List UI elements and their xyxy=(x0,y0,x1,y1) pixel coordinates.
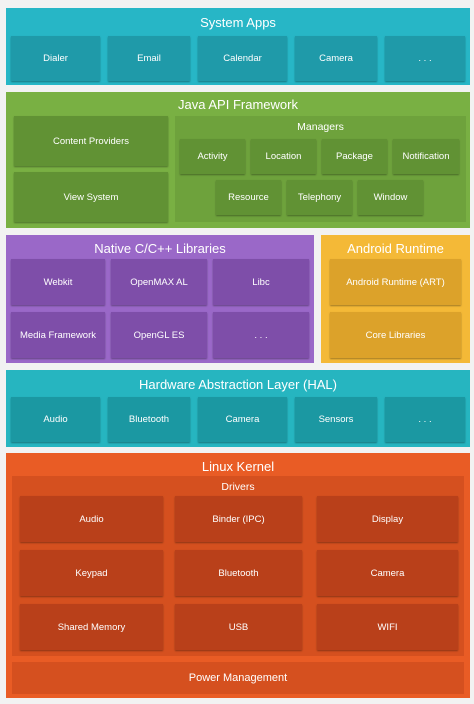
app-box-calendar: Calendar xyxy=(198,36,287,81)
system-apps-layer: System Apps Dialer Email Calendar Camera… xyxy=(6,8,470,85)
driver-box-binder-ipc: Binder (IPC) xyxy=(175,496,302,542)
view-system-box: View System xyxy=(14,172,168,222)
manager-box-resource: Resource xyxy=(216,180,281,215)
manager-box-window: Window xyxy=(358,180,423,215)
content-providers-box: Content Providers xyxy=(14,116,168,166)
native-lib-box-more: . . . xyxy=(213,312,309,358)
native-libraries-layer: Native C/C++ Libraries Webkit OpenMAX AL… xyxy=(6,235,314,363)
hal-box-audio: Audio xyxy=(11,397,100,442)
java-api-framework-title: Java API Framework xyxy=(178,97,298,112)
hal-layer: Hardware Abstraction Layer (HAL) Audio B… xyxy=(6,370,470,447)
native-lib-box-media-framework: Media Framework xyxy=(11,312,105,358)
managers-title: Managers xyxy=(297,121,344,133)
android-runtime-title: Android Runtime xyxy=(347,241,444,256)
native-lib-box-openmax-al: OpenMAX AL xyxy=(111,259,207,305)
native-lib-box-opengl-es: OpenGL ES xyxy=(111,312,207,358)
driver-box-shared-memory: Shared Memory xyxy=(20,604,163,650)
driver-box-audio: Audio xyxy=(20,496,163,542)
core-libraries-box: Core Libraries xyxy=(330,312,461,358)
manager-box-telephony: Telephony xyxy=(287,180,352,215)
driver-box-bluetooth: Bluetooth xyxy=(175,550,302,596)
system-apps-title: System Apps xyxy=(200,15,276,30)
hal-title: Hardware Abstraction Layer (HAL) xyxy=(139,377,337,392)
native-libraries-title: Native C/C++ Libraries xyxy=(94,241,226,256)
android-runtime-layer: Android Runtime Android Runtime (ART) Co… xyxy=(321,235,470,363)
driver-box-camera: Camera xyxy=(317,550,458,596)
hal-box-camera: Camera xyxy=(198,397,287,442)
driver-box-wifi: WIFI xyxy=(317,604,458,650)
drivers-title: Drivers xyxy=(221,481,255,493)
drivers-panel: Drivers Audio Binder (IPC) Display Keypa… xyxy=(12,476,464,656)
managers-panel: Managers Activity Location Package Notif… xyxy=(175,116,466,222)
native-lib-box-webkit: Webkit xyxy=(11,259,105,305)
linux-kernel-title: Linux Kernel xyxy=(201,459,275,474)
app-box-dialer: Dialer xyxy=(11,36,100,81)
driver-box-display: Display xyxy=(317,496,458,542)
manager-box-package: Package xyxy=(322,139,387,174)
driver-box-keypad: Keypad xyxy=(20,550,163,596)
driver-box-usb: USB xyxy=(175,604,302,650)
manager-box-notification: Notification xyxy=(393,139,459,174)
hal-box-bluetooth: Bluetooth xyxy=(108,397,190,442)
hal-box-sensors: Sensors xyxy=(295,397,377,442)
manager-box-location: Location xyxy=(251,139,316,174)
app-box-camera: Camera xyxy=(295,36,377,81)
linux-kernel-layer: Linux Kernel Drivers Audio Binder (IPC) … xyxy=(6,453,470,698)
art-box: Android Runtime (ART) xyxy=(330,259,461,305)
app-box-email: Email xyxy=(108,36,190,81)
java-api-framework-layer: Java API Framework Content Providers Vie… xyxy=(6,92,470,228)
manager-box-activity: Activity xyxy=(180,139,245,174)
native-lib-box-libc: Libc xyxy=(213,259,309,305)
power-management-box: Power Management xyxy=(12,662,464,694)
hal-box-more: . . . xyxy=(385,397,465,442)
app-box-more: . . . xyxy=(385,36,465,81)
